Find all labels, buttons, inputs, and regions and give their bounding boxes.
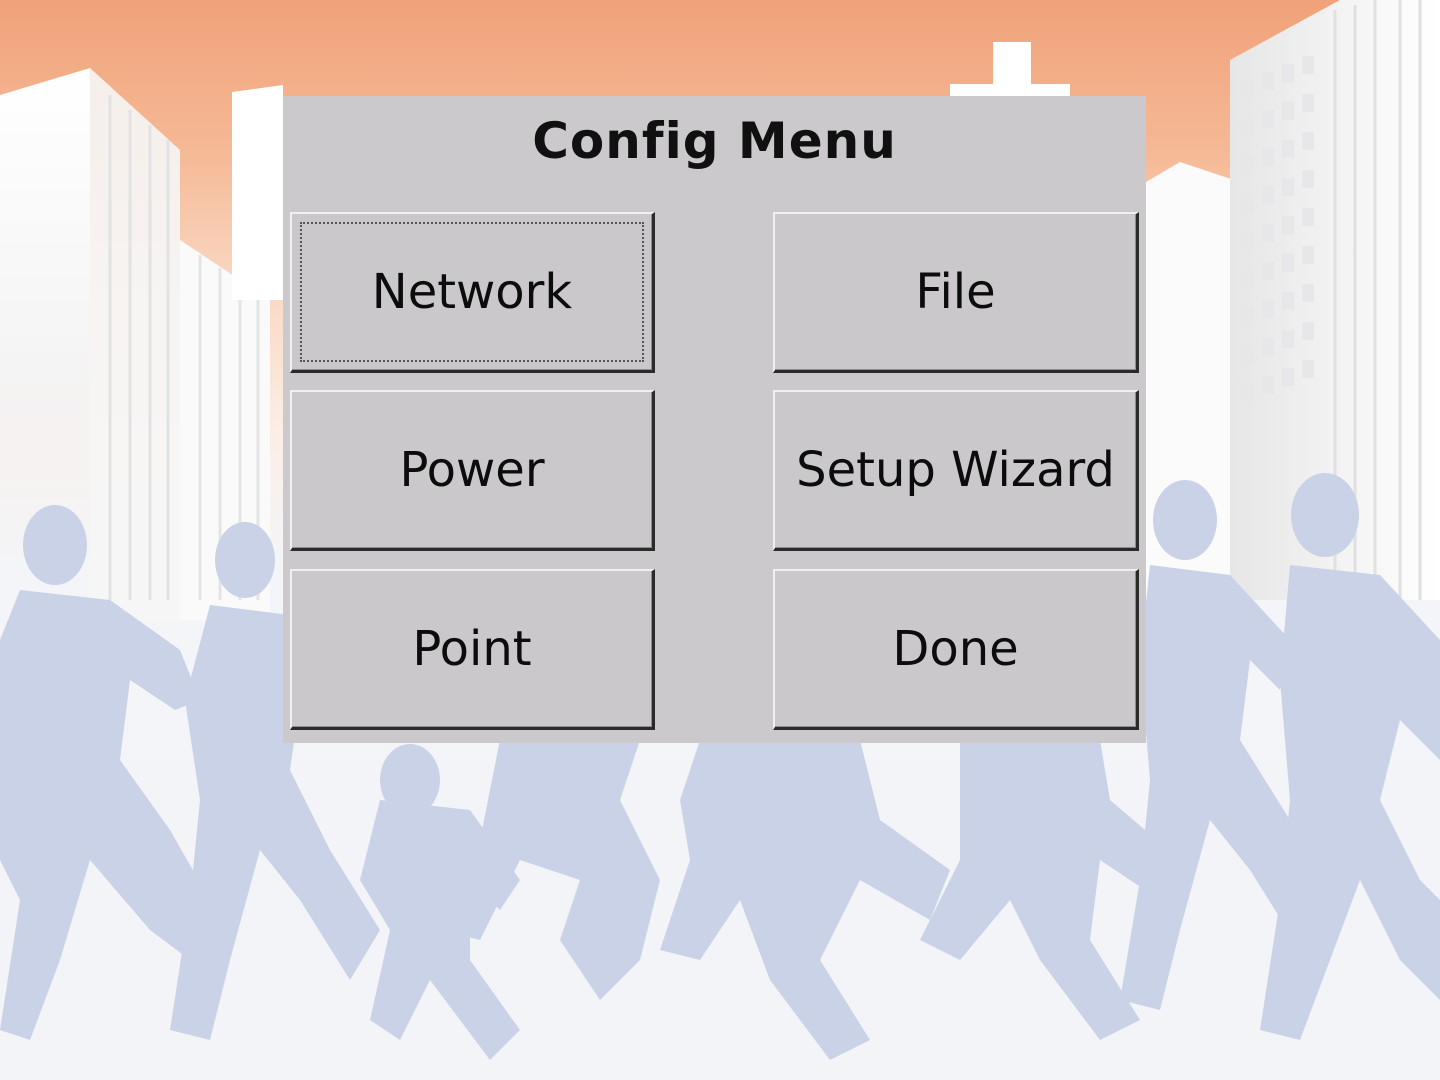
network-button[interactable]: Network (290, 212, 655, 373)
dialog-title: Config Menu (283, 112, 1146, 170)
network-button-label: Network (372, 264, 572, 320)
setup-wizard-button-label: Setup Wizard (796, 442, 1115, 498)
done-button-label: Done (892, 621, 1018, 677)
file-button[interactable]: File (773, 212, 1139, 373)
setup-wizard-button[interactable]: Setup Wizard (773, 390, 1139, 551)
point-button-label: Point (412, 621, 531, 677)
power-button-label: Power (399, 442, 544, 498)
point-button[interactable]: Point (290, 569, 655, 730)
file-button-label: File (915, 264, 995, 320)
done-button[interactable]: Done (773, 569, 1139, 730)
power-button[interactable]: Power (290, 390, 655, 551)
config-menu-dialog: Config Menu Network File Power Setup Wiz… (283, 96, 1146, 743)
